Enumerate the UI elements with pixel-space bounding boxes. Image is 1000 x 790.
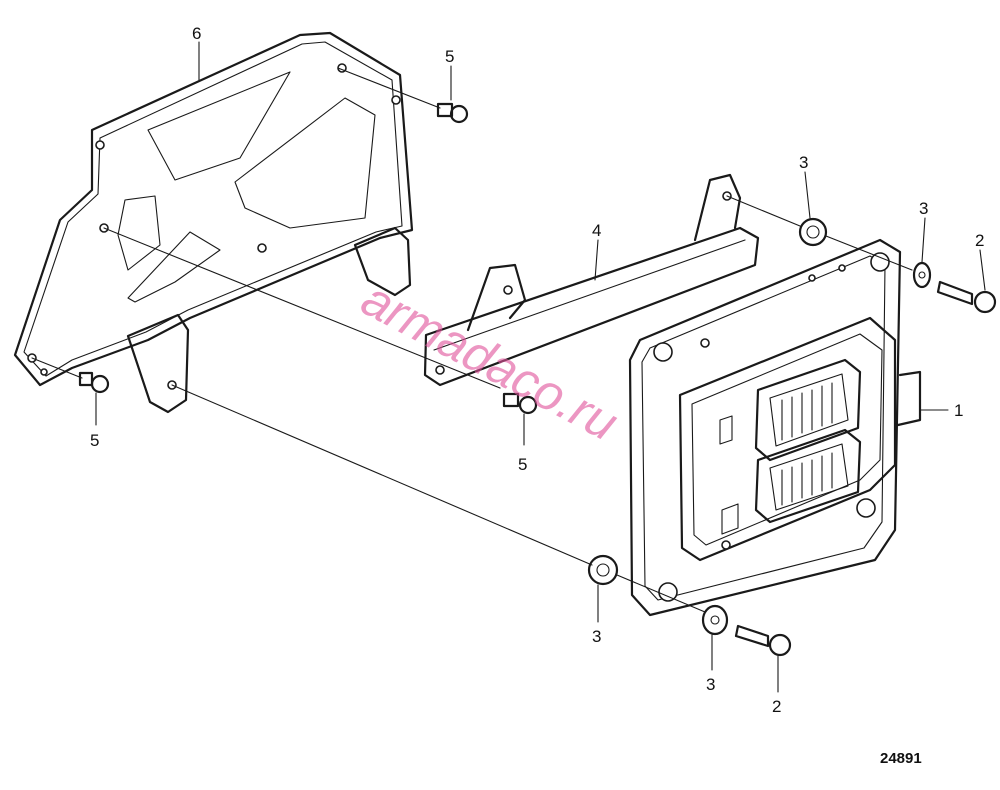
bolt-bottom-2 — [734, 624, 792, 657]
rail-bracket — [423, 173, 760, 387]
leader-lines — [95, 41, 986, 693]
washer-top-3 — [912, 261, 932, 289]
ecu-module — [628, 238, 922, 617]
screw-middle-5 — [103, 227, 538, 415]
callout-bolt-bottom: 2 — [772, 697, 781, 716]
callout-damper-top: 3 — [799, 153, 808, 172]
callout-mounting-plate: 6 — [192, 24, 201, 43]
damper-bottom-3 — [171, 384, 706, 613]
callout-screw-left: 5 — [90, 431, 99, 450]
callout-rail-bracket: 4 — [592, 221, 601, 240]
watermark: armadaco.ru — [353, 270, 627, 451]
callout-screw-top: 5 — [445, 47, 454, 66]
washer-bottom-3 — [701, 604, 729, 636]
callout-bolt-top: 2 — [975, 231, 984, 250]
figure-number: 24891 — [880, 750, 922, 767]
screw-top-5 — [337, 67, 469, 124]
bolt-top-2 — [936, 280, 997, 314]
callout-ecu: 1 — [954, 401, 963, 420]
callout-screw-middle: 5 — [518, 455, 527, 474]
screw-left-5 — [31, 357, 110, 394]
callout-washer-top: 3 — [919, 199, 928, 218]
callout-damper-bottom: 3 — [592, 627, 601, 646]
damper-top-3 — [726, 195, 913, 271]
mounting-plate — [13, 31, 414, 414]
callout-washer-bottom: 3 — [706, 675, 715, 694]
